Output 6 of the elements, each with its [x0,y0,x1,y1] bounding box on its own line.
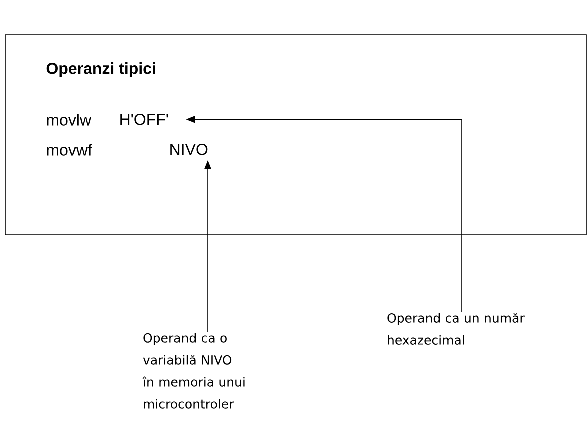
instruction-text: movwf [47,144,92,156]
annotation-text: Operand ca un număr hexazecimal [388,313,525,345]
operand-text: NIVO [170,144,208,156]
annotation-text: Operand ca o variabilă NIVO în memoria unui microcontroler [142,333,245,409]
operand-text: H'OFF' [120,114,168,126]
instruction-text: movlw [47,114,92,126]
